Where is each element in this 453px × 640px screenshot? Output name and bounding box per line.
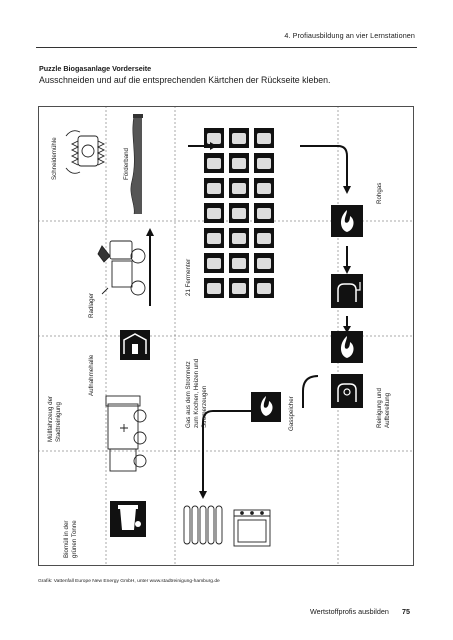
fermenter-tile	[254, 203, 274, 223]
shredder-illustration	[65, 130, 106, 174]
label-rohgas: Rohgas	[376, 183, 383, 204]
garbage-truck-illustration	[105, 395, 147, 472]
section-title: 4. Profiausbildung an vier Lernstationen	[284, 31, 415, 40]
fermenter-tile	[204, 178, 224, 198]
fermenter-tile	[254, 128, 274, 148]
label-stromnetz-3: Stromerzeugen	[201, 385, 208, 428]
fermenter-tile	[204, 128, 224, 148]
fermenter-tile	[204, 278, 224, 298]
fermenter-tile	[204, 203, 224, 223]
fermenter-tile	[229, 253, 249, 273]
fermenter-tile	[204, 153, 224, 173]
purification-icon-bottom	[331, 374, 363, 408]
fermenter-tile	[204, 253, 224, 273]
arrow-heads	[146, 142, 351, 499]
label-stromnetz-1: Gas aus dem Stromnetz	[185, 361, 192, 428]
stove-illustration	[233, 509, 271, 547]
label-muellfahrzeug-2: Stadtreinigung	[55, 402, 62, 442]
radiator-illustration	[183, 505, 223, 545]
fermenter-tile	[254, 228, 274, 248]
fermenter-grid	[204, 128, 274, 298]
image-caption: Grafik: Vattenfall Europe New Energy Gmb…	[38, 579, 220, 584]
label-fermenter: 21 Fermenter	[185, 259, 192, 296]
label-muellfahrzeug-1: Müllfahrzeug der	[47, 396, 54, 442]
puzzle-subtitle: Ausschneiden und auf die entsprechenden …	[39, 75, 331, 85]
fermenter-tile	[229, 178, 249, 198]
label-aufnahme: Aufnahmehalle	[88, 354, 95, 396]
flame-icon-reinigung	[331, 331, 363, 363]
fermenter-tile	[229, 128, 249, 148]
label-biomuell-2: grünen Tonne	[71, 520, 78, 558]
label-stromnetz-2: zum Kochen, Heizen und	[193, 358, 200, 428]
wheel-loader-illustration	[97, 240, 146, 296]
hall-icon	[120, 330, 150, 360]
header-rule	[36, 47, 417, 48]
fermenter-tile	[254, 278, 274, 298]
page-number: 75	[402, 607, 410, 616]
label-radlader: Radlager	[88, 293, 95, 318]
fermenter-tile	[254, 253, 274, 273]
flow-arrows	[149, 145, 348, 491]
purification-icon-top	[331, 274, 363, 308]
label-reinigung-2: Aufbereitung	[384, 392, 391, 428]
label-reinigung-1: Reinigung und	[376, 388, 383, 428]
fermenter-tile	[229, 203, 249, 223]
label-biomuell-1: Biomüll in der	[63, 521, 70, 559]
label-foerderband: Förderband	[123, 147, 130, 180]
fermenter-tile	[229, 153, 249, 173]
fermenter-tile	[254, 178, 274, 198]
conveyor-illustration	[130, 114, 143, 215]
puzzle-title: Puzzle Biogasanlage Vorderseite	[39, 64, 152, 73]
fermenter-tile	[229, 228, 249, 248]
footer-title: Wertstoffprofis ausbilden	[310, 607, 389, 616]
label-gasspeicher: Gasspeicher	[288, 396, 295, 431]
label-schneidemuehle: Schneidemühle	[51, 137, 58, 180]
puzzle-board: Schneidemühle Förderband Radlager 21 Fer…	[38, 106, 414, 566]
fermenter-tile	[254, 153, 274, 173]
fermenter-tile	[229, 278, 249, 298]
flame-icon-rohgas	[331, 205, 363, 237]
flame-icon-gasspeicher	[251, 392, 281, 422]
fermenter-tile	[204, 228, 224, 248]
biobin-icon	[110, 501, 146, 537]
